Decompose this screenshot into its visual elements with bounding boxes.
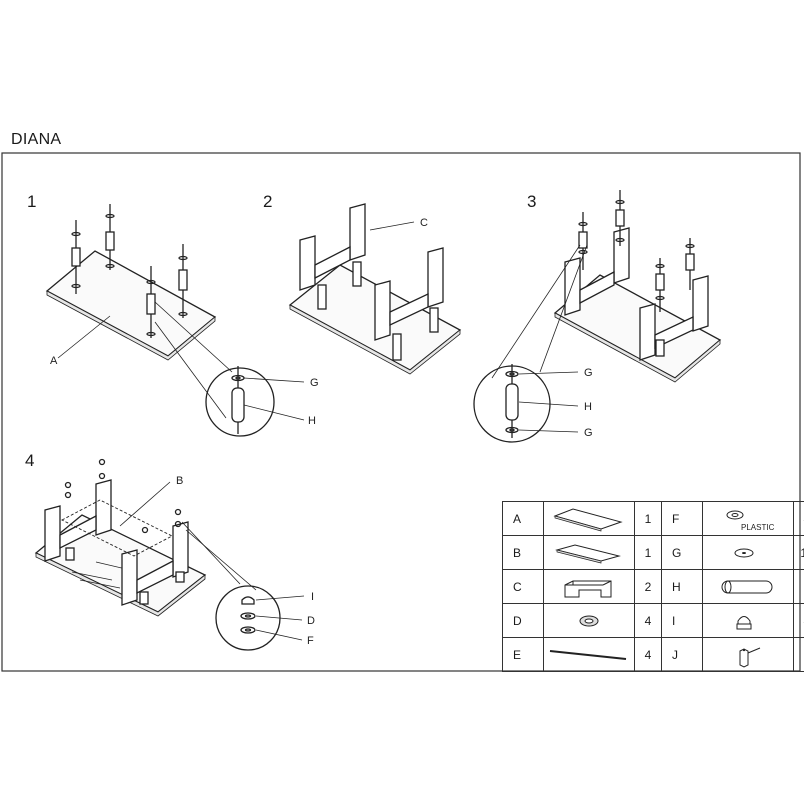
part-qty: 2 xyxy=(634,569,662,604)
part-letter: G xyxy=(661,535,703,570)
callout-c: C xyxy=(420,217,428,229)
part-letter: F xyxy=(661,501,703,536)
step-number-4: 4 xyxy=(25,451,35,470)
part-qty: 4 xyxy=(793,501,804,536)
callout-d: D xyxy=(307,615,315,627)
part-qty: 1 xyxy=(634,535,662,570)
u-frame-back xyxy=(299,203,366,310)
hex-key-icon xyxy=(702,637,794,672)
part-letter: A xyxy=(502,501,544,536)
part-letter: H xyxy=(661,569,703,604)
plastic-washer-icon: PLASTIC xyxy=(702,501,794,536)
step-3-illustration xyxy=(473,190,722,443)
step-2-illustration xyxy=(288,203,462,375)
rod-set xyxy=(71,204,188,338)
u-frame-icon xyxy=(543,569,635,604)
parts-row: E 4 J 1 xyxy=(502,637,804,672)
washer-icon xyxy=(702,535,794,570)
parts-row: B 1 G 12 xyxy=(502,535,804,570)
tube-spacer-icon xyxy=(702,569,794,604)
callout-a: A xyxy=(50,355,58,367)
callout-i: I xyxy=(311,591,314,603)
part-letter: I xyxy=(661,603,703,638)
parts-row: C 2 H 8 xyxy=(502,569,804,604)
step-1-illustration xyxy=(45,204,305,437)
part-letter: E xyxy=(502,637,544,672)
part-qty: 1 xyxy=(634,501,662,536)
threaded-rod-icon xyxy=(543,637,635,672)
step-number-3: 3 xyxy=(527,192,537,211)
part-qty: 4 xyxy=(634,603,662,638)
callout-g-step3-bottom: G xyxy=(584,427,593,439)
part-qty: 4 xyxy=(793,603,804,638)
glass-top-a-icon xyxy=(543,501,635,536)
cap-nut-icon xyxy=(702,603,794,638)
plastic-note: PLASTIC xyxy=(741,523,775,532)
part-letter: C xyxy=(502,569,544,604)
round-washer-icon xyxy=(543,603,635,638)
part-letter: B xyxy=(502,535,544,570)
callout-g-step1: G xyxy=(310,377,319,389)
callout-h-step3: H xyxy=(584,401,592,413)
step-number-1: 1 xyxy=(27,192,37,211)
parts-row: D 4 I 4 xyxy=(502,603,804,638)
callout-h-step1: H xyxy=(308,415,316,427)
detail-magnifier-4 xyxy=(215,585,281,651)
detail-magnifier-1 xyxy=(205,367,275,437)
part-qty: 12 xyxy=(793,535,804,570)
part-qty: 1 xyxy=(793,637,804,672)
step-4-illustration xyxy=(34,458,305,651)
part-letter: J xyxy=(661,637,703,672)
page-title: DIANA xyxy=(11,131,62,148)
part-qty: 4 xyxy=(634,637,662,672)
glass-shelf-b-icon xyxy=(543,535,635,570)
step-number-2: 2 xyxy=(263,192,273,211)
callout-f: F xyxy=(307,635,314,647)
part-letter: D xyxy=(502,603,544,638)
callout-b: B xyxy=(176,475,183,487)
u-frame-front xyxy=(374,247,444,361)
part-qty: 8 xyxy=(793,569,804,604)
parts-table: A 1 F PLASTIC 4 B 1 G 12 C 2 H 8 xyxy=(502,501,804,672)
callout-g-step3-top: G xyxy=(584,367,593,379)
parts-row: A 1 F PLASTIC 4 xyxy=(502,501,804,536)
diagram-frame xyxy=(1,152,801,672)
